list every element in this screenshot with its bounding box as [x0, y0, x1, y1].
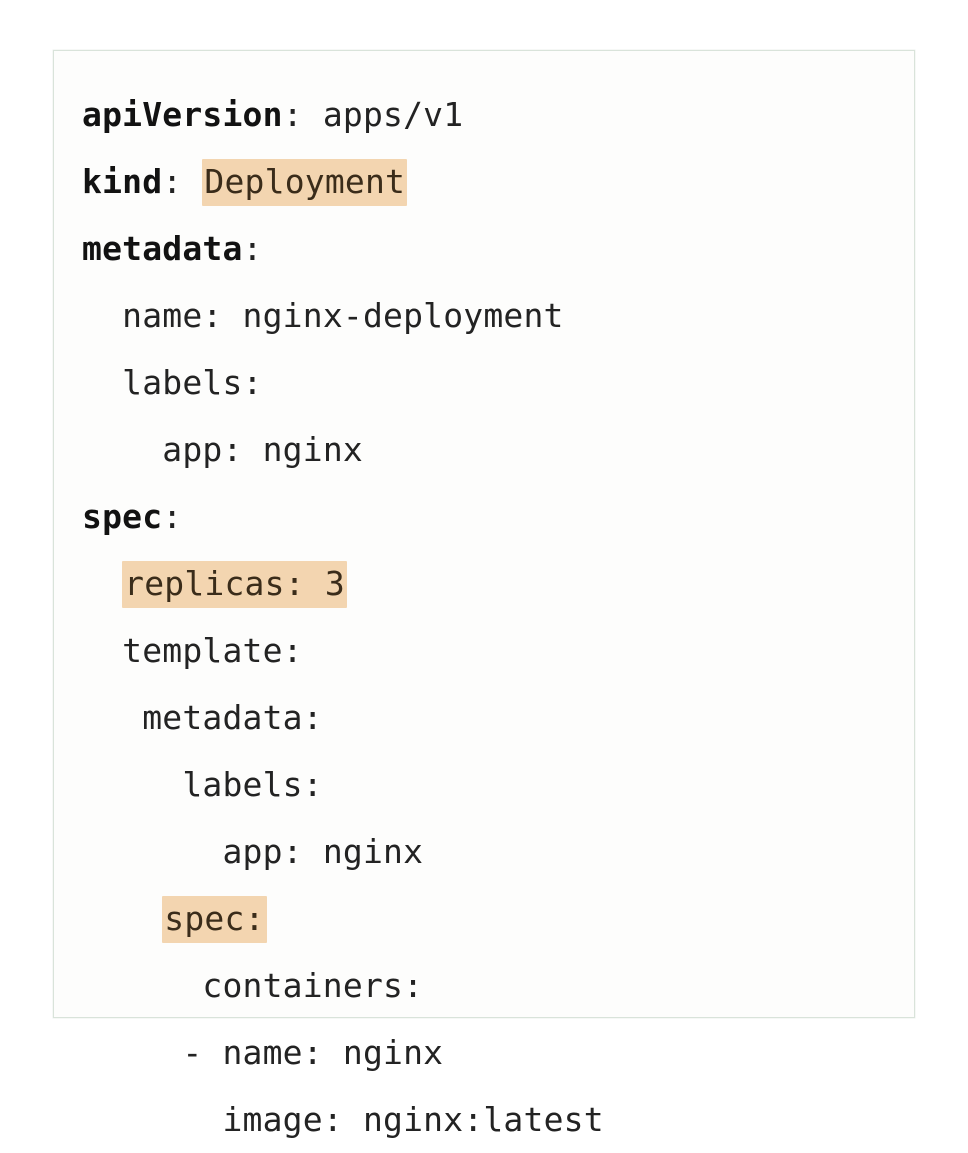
highlighted-token: replicas: 3: [122, 561, 347, 608]
line-template: template:: [82, 617, 904, 684]
line-spec: spec:: [82, 483, 904, 550]
line-template-labels-app: app: nginx: [82, 818, 904, 885]
line-container-image: image: nginx:latest: [82, 1086, 904, 1153]
line-template-labels: labels:: [82, 751, 904, 818]
code-indent: [82, 899, 162, 938]
code-token: labels:: [182, 765, 323, 804]
line-container-name: - name: nginx: [82, 1019, 904, 1086]
code-token: containers:: [202, 966, 424, 1005]
code-token: spec: [82, 497, 163, 536]
line-template-spec: spec:: [82, 885, 904, 952]
line-apiversion: apiVersion: apps/v1: [82, 81, 904, 148]
line-metadata: metadata:: [82, 215, 904, 282]
line-replicas: replicas: 3: [82, 550, 904, 617]
code-token: image: nginx:latest: [222, 1100, 604, 1139]
code-indent: [82, 564, 122, 603]
code-indent: [82, 698, 142, 737]
code-token: app: nginx: [162, 430, 363, 469]
code-indent: [82, 765, 182, 804]
highlighted-token: spec:: [162, 896, 267, 943]
code-token: metadata:: [142, 698, 323, 737]
code-token: name: nginx-deployment: [122, 296, 564, 335]
code-indent: [82, 1033, 182, 1072]
code-token: :: [162, 497, 183, 536]
line-metadata-name: name: nginx-deployment: [82, 282, 904, 349]
highlighted-token: Deployment: [202, 159, 408, 206]
line-metadata-labels: labels:: [82, 349, 904, 416]
code-indent: [82, 832, 222, 871]
code-token: metadata: [82, 229, 243, 268]
code-token: : apps/v1: [282, 95, 464, 134]
code-indent: [82, 1100, 222, 1139]
code-token: :: [162, 162, 203, 201]
line-metadata-labels-app: app: nginx: [82, 416, 904, 483]
code-indent: [82, 363, 122, 402]
code-indent: [82, 296, 122, 335]
code-token: template:: [122, 631, 303, 670]
code-indent: [82, 430, 162, 469]
line-kind: kind: Deployment: [82, 148, 904, 215]
code-indent: [82, 966, 202, 1005]
code-token: :: [242, 229, 263, 268]
line-containers: containers:: [82, 952, 904, 1019]
code-indent: [82, 631, 122, 670]
line-template-metadata: metadata:: [82, 684, 904, 751]
code-token: apiVersion: [82, 95, 283, 134]
code-token: kind: [82, 162, 163, 201]
code-token: - name: nginx: [182, 1033, 444, 1072]
code-token: app: nginx: [222, 832, 424, 871]
code-token: labels:: [122, 363, 263, 402]
